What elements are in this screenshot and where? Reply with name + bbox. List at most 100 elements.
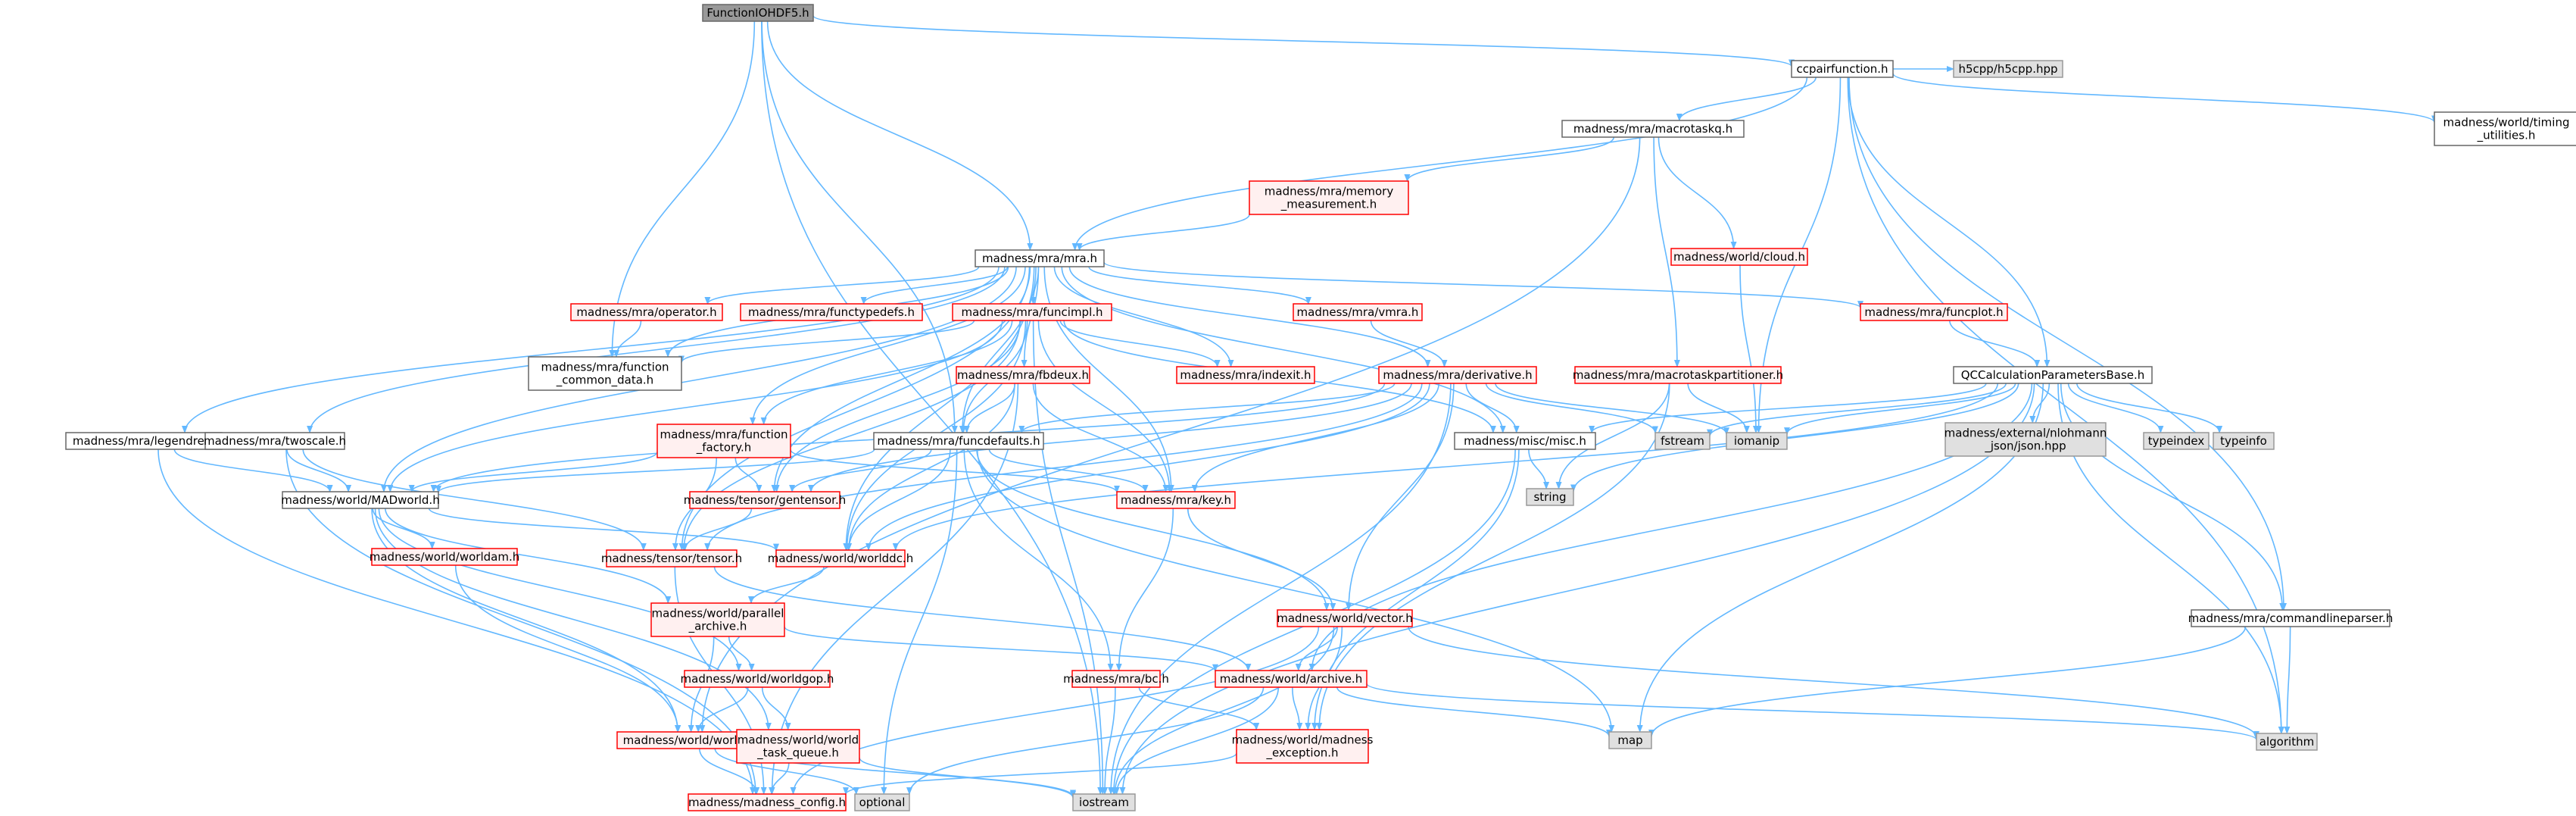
node-box xyxy=(371,548,518,566)
node-madworld[interactable]: madness/world/MADworld.h xyxy=(281,491,440,509)
node-iostream: iostream xyxy=(1072,793,1136,811)
node-map: map xyxy=(1608,731,1652,749)
node-derivative[interactable]: madness/mra/derivative.h xyxy=(1378,366,1537,384)
node-taskqueue[interactable]: madness/world/world_task_queue.h xyxy=(736,729,860,764)
node-legendre[interactable]: madness/mra/legendre.h xyxy=(65,432,223,450)
edge-root-to-funccommon xyxy=(609,20,756,358)
node-fbdeux[interactable]: madness/mra/fbdeux.h xyxy=(956,366,1090,384)
edge-funcdefaults-to-vector xyxy=(976,449,1330,611)
node-label: madness/world/worlddc.h xyxy=(768,552,913,565)
node-box xyxy=(1608,731,1652,749)
node-label: ccpairfunction.h xyxy=(1796,62,1888,76)
edge-archive-to-map xyxy=(1336,686,1612,737)
node-mra[interactable]: madness/mra/mra.h xyxy=(975,249,1105,267)
edge-qccalc-to-cmdparser xyxy=(2060,383,2286,611)
node-config[interactable]: madness/madness_config.h xyxy=(688,793,847,811)
node-box xyxy=(1726,432,1788,450)
edge-ccpair-to-cmdparser xyxy=(1848,77,2288,611)
node-bc[interactable]: madness/mra/bc.h xyxy=(1063,670,1169,688)
node-funcimpl[interactable]: madness/mra/funcimpl.h xyxy=(952,303,1112,321)
edge-derivative-to-tensor xyxy=(704,383,1423,551)
node-box xyxy=(1277,609,1413,627)
edge-archive-to-algorithm xyxy=(1366,683,2259,741)
edge-twoscale-to-madworld xyxy=(286,449,352,492)
node-parallel[interactable]: madness/world/parallel_archive.h xyxy=(650,602,785,637)
node-worlddc[interactable]: madness/world/worlddc.h xyxy=(768,549,913,567)
node-timing[interactable]: madness/world/timing_utilities.h xyxy=(2434,111,2576,146)
edge-twoscale-to-config xyxy=(285,449,759,795)
node-vmra[interactable]: madness/mra/vmra.h xyxy=(1293,303,1423,321)
node-key[interactable]: madness/mra/key.h xyxy=(1116,491,1236,509)
edge-funcdefaults-to-key xyxy=(988,449,1149,492)
edge-cloud-to-iomanip xyxy=(1739,264,1759,433)
edge-cmdparser-to-map xyxy=(1648,626,2247,737)
node-label: madness/mra/bc.h xyxy=(1063,672,1169,686)
edge-funcfactory-to-madworld xyxy=(408,451,658,492)
node-label: madness/mra/macrotaskpartitioner.h xyxy=(1573,368,1783,382)
edge-qccalc-to-fstream xyxy=(1707,383,2007,437)
node-operator[interactable]: madness/mra/operator.h xyxy=(570,303,723,321)
node-exception[interactable]: madness/world/madness_exception.h xyxy=(1232,729,1374,764)
node-label: QCCalculationParametersBase.h xyxy=(1961,368,2145,382)
edge-funcdefaults-to-worlddc xyxy=(846,449,951,551)
node-label: madness/world/timing xyxy=(2443,116,2570,130)
node-label: string xyxy=(1533,490,1566,504)
node-funcplot[interactable]: madness/mra/funcplot.h xyxy=(1860,303,2008,321)
node-worldgop[interactable]: madness/world/worldgop.h xyxy=(681,670,834,688)
node-twoscale[interactable]: madness/mra/twoscale.h xyxy=(204,432,346,450)
node-worlddam[interactable]: madness/world/worldam.h xyxy=(370,548,519,566)
node-label: madness/mra/vmra.h xyxy=(1297,305,1419,319)
node-funcfactory[interactable]: madness/mra/function_factory.h xyxy=(656,424,791,458)
node-box xyxy=(528,356,682,391)
node-memmeas[interactable]: madness/mra/memory_measurement.h xyxy=(1249,180,1409,215)
node-tensor[interactable]: madness/tensor/tensor.h xyxy=(601,549,742,567)
node-iomanip: iomanip xyxy=(1726,432,1788,450)
node-box xyxy=(2191,609,2390,627)
node-box xyxy=(204,432,345,450)
edge-madworld-to-world xyxy=(371,508,681,733)
node-label: algorithm xyxy=(2259,735,2314,749)
node-macrotaskq[interactable]: madness/mra/macrotaskq.h xyxy=(1561,120,1745,138)
node-box xyxy=(1249,180,1409,215)
node-misc[interactable]: madness/misc/misc.h xyxy=(1454,432,1596,450)
edge-ccpair-to-mra xyxy=(1071,77,1808,251)
edge-funcdefaults-to-bc xyxy=(963,449,1114,671)
node-world[interactable]: madness/world/world.h xyxy=(616,731,762,749)
node-gentensor[interactable]: madness/tensor/gentensor.h xyxy=(684,491,847,509)
edge-funcimpl-to-indexit xyxy=(1059,320,1221,367)
edge-key-to-vector xyxy=(1187,508,1336,611)
node-ccpair[interactable]: ccpairfunction.h xyxy=(1791,60,1894,78)
node-archive[interactable]: madness/world/archive.h xyxy=(1215,670,1368,688)
edge-funcimpl-to-gentensor xyxy=(773,320,1021,492)
edge-funcimpl-to-iostream xyxy=(1032,320,1106,795)
node-funccommon[interactable]: madness/mra/function_common_data.h xyxy=(528,356,682,391)
node-vector[interactable]: madness/world/vector.h xyxy=(1277,609,1413,627)
node-box xyxy=(775,549,906,567)
node-cloud[interactable]: madness/world/cloud.h xyxy=(1670,248,1808,266)
edge-funcimpl-to-key xyxy=(1037,320,1173,492)
node-box xyxy=(650,602,785,637)
edge-mra-to-operator xyxy=(704,266,980,305)
node-json: madness/external/nlohmann_json/json.hpp xyxy=(1944,422,2107,457)
edge-derivative-to-key xyxy=(1191,383,1439,492)
node-box xyxy=(975,249,1105,267)
node-label: madness/world/worldgop.h xyxy=(681,672,834,686)
node-macrotaskpart[interactable]: madness/mra/macrotaskpartitioner.h xyxy=(1573,366,1783,384)
node-label: madness/mra/operator.h xyxy=(576,305,716,319)
node-box xyxy=(1072,793,1136,811)
node-indexit[interactable]: madness/mra/indexit.h xyxy=(1176,366,1315,384)
node-funcdefaults[interactable]: madness/mra/funcdefaults.h xyxy=(873,432,1044,450)
node-qccalc[interactable]: QCCalculationParametersBase.h xyxy=(1953,366,2153,384)
edge-fbdeux-to-config xyxy=(769,383,1019,795)
node-cmdparser[interactable]: madness/mra/commandlineparser.h xyxy=(2188,609,2394,627)
edge-cmdparser-to-algorithm xyxy=(2284,626,2291,734)
node-functypedefs[interactable]: madness/mra/functypedefs.h xyxy=(740,303,923,321)
edge-funcfactory-to-key xyxy=(790,449,1120,493)
edge-parallel-to-worldgop xyxy=(728,636,755,671)
edge-fbdeux-to-worlddc xyxy=(845,383,1015,551)
edge-madworld-to-worlddam xyxy=(372,508,435,549)
edge-tensor-to-archive xyxy=(713,566,1252,671)
edge-funcimpl-to-funcfactory xyxy=(760,320,1013,425)
edge-funcimpl-to-madworld xyxy=(387,320,1003,492)
edge-derivative-to-gentensor xyxy=(808,383,1412,492)
